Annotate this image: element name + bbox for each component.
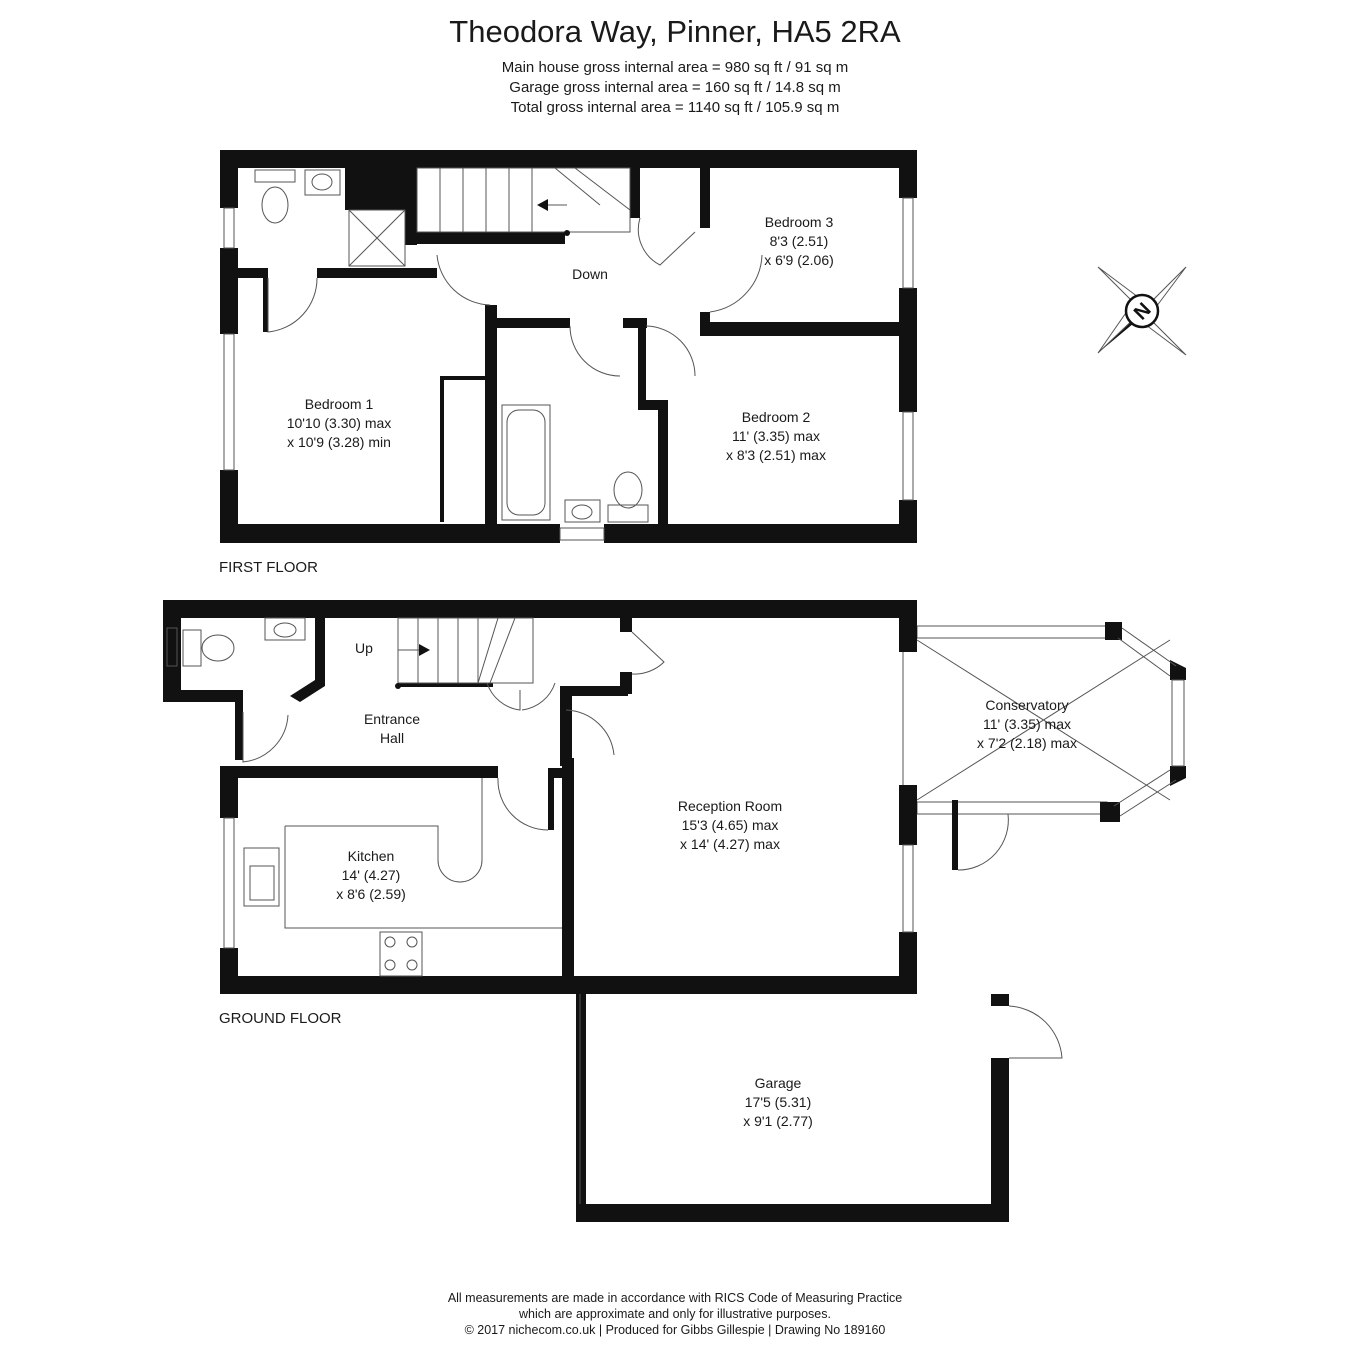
svg-text:Bedroom 2: Bedroom 2	[742, 409, 811, 425]
svg-text:x 8'3 (2.51) max: x 8'3 (2.51) max	[726, 447, 826, 463]
kitchen-label: Kitchen 14' (4.27) x 8'6 (2.59)	[336, 848, 406, 902]
first-floor-label: FIRST FLOOR	[219, 559, 318, 576]
svg-text:Bedroom 3: Bedroom 3	[765, 214, 834, 230]
svg-text:x 6'9 (2.06): x 6'9 (2.06)	[764, 252, 834, 268]
page-title: Theodora Way, Pinner, HA5 2RA	[449, 14, 901, 49]
svg-text:x 10'9 (3.28) min: x 10'9 (3.28) min	[287, 434, 391, 450]
first-floor-plan	[220, 150, 917, 543]
svg-text:x 8'6 (2.59): x 8'6 (2.59)	[336, 886, 406, 902]
svg-text:Entrance: Entrance	[364, 711, 420, 727]
main-house-area: Main house gross internal area = 980 sq …	[501, 59, 849, 76]
ground-floor-plan	[163, 600, 1186, 1222]
svg-text:Garage: Garage	[755, 1075, 802, 1091]
svg-text:14' (4.27): 14' (4.27)	[342, 867, 401, 883]
svg-text:8'3 (2.51): 8'3 (2.51)	[770, 233, 829, 249]
svg-text:Reception Room: Reception Room	[678, 798, 782, 814]
conservatory-label: Conservatory 11' (3.35) max x 7'2 (2.18)…	[977, 697, 1077, 751]
svg-text:x 14' (4.27) max: x 14' (4.27) max	[680, 836, 780, 852]
reception-room-label: Reception Room 15'3 (4.65) max x 14' (4.…	[678, 798, 782, 852]
svg-text:17'5 (5.31): 17'5 (5.31)	[745, 1094, 812, 1110]
svg-text:10'10 (3.30) max: 10'10 (3.30) max	[287, 415, 392, 431]
stairs-down-label: Down	[572, 266, 608, 282]
svg-text:Hall: Hall	[380, 730, 404, 746]
svg-text:15'3 (4.65) max: 15'3 (4.65) max	[682, 817, 779, 833]
svg-text:Conservatory: Conservatory	[985, 697, 1068, 713]
svg-text:Kitchen: Kitchen	[348, 848, 395, 864]
bedroom-2-label: Bedroom 2 11' (3.35) max x 8'3 (2.51) ma…	[726, 409, 826, 463]
total-area: Total gross internal area = 1140 sq ft /…	[510, 99, 840, 116]
svg-text:x 9'1 (2.77): x 9'1 (2.77)	[743, 1113, 813, 1129]
footer-line-2: which are approximate and only for illus…	[519, 1307, 831, 1321]
footer-line-3: © 2017 nichecom.co.uk | Produced for Gib…	[464, 1323, 886, 1337]
bedroom-3-label: Bedroom 3 8'3 (2.51) x 6'9 (2.06)	[764, 214, 834, 268]
footer-disclaimer: All measurements are made in accordance …	[0, 1290, 1350, 1338]
svg-text:x 7'2 (2.18) max: x 7'2 (2.18) max	[977, 735, 1077, 751]
ground-floor-label: GROUND FLOOR	[219, 1010, 342, 1027]
svg-text:11' (3.35) max: 11' (3.35) max	[983, 716, 1071, 732]
garage-label: Garage 17'5 (5.31) x 9'1 (2.77)	[743, 1075, 813, 1129]
bedroom-1-label: Bedroom 1 10'10 (3.30) max x 10'9 (3.28)…	[287, 396, 392, 450]
svg-text:Bedroom 1: Bedroom 1	[305, 396, 374, 412]
entrance-hall-label: Entrance Hall	[364, 711, 420, 746]
svg-text:11' (3.35) max: 11' (3.35) max	[732, 428, 820, 444]
footer-line-1: All measurements are made in accordance …	[447, 1291, 903, 1305]
garage-area: Garage gross internal area = 160 sq ft /…	[509, 79, 841, 96]
stairs-up-label: Up	[355, 640, 373, 656]
compass-north-icon: N	[1097, 266, 1187, 356]
area-summary: Main house gross internal area = 980 sq …	[0, 58, 1350, 118]
